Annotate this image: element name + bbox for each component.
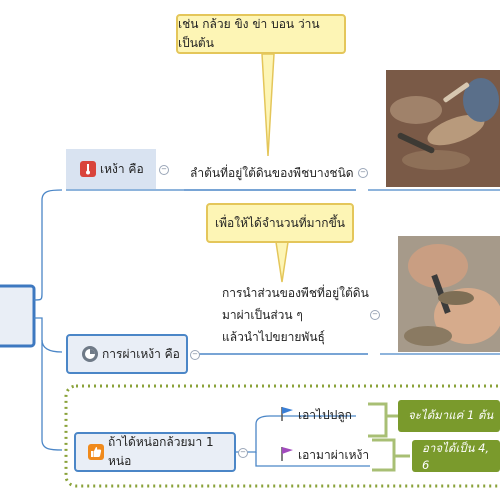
pie-chart-icon [82,346,98,362]
option-plant-label: เอาไปปลูก [298,407,352,422]
flag-purple-icon [280,446,294,465]
cutting-detail-line-1: การนำส่วนของพืชที่อยู่ใต้ดิน [222,286,369,300]
banana-collapse-toggle[interactable]: − [238,448,248,458]
trunk-line-3 [41,339,63,353]
top-callout: เช่น กล้วย ขิง ข่า บอน ว่าน เป็นต้น [176,14,346,54]
bracket-split [372,438,396,472]
result-plant-box: จะได้มาแค่ 1 ต้น [398,400,500,432]
banana-label: ถ้าได้หน่อกล้วยมา 1 หน่อ [108,435,214,468]
cutting-label: การผ่าเหง้า คือ [102,346,180,361]
definition-topic[interactable]: เหง้า คือ [66,149,156,189]
option-split-topic[interactable]: เอามาผ่าเหง้า [280,444,369,466]
definition-detail-collapse-toggle[interactable]: − [358,168,368,178]
rhizome-photo [386,70,500,187]
banana-branch-plant [236,415,356,453]
bracket-plant [368,402,388,438]
thumbs-up-icon [88,444,104,460]
definition-label: เหง้า คือ [100,161,144,176]
result-split-box: อาจได้เป็น 4, 6 [412,440,500,472]
middle-callout: เพื่อให้ได้จำนวนที่มากขึ้น [206,203,354,243]
definition-collapse-toggle[interactable]: − [159,165,169,175]
cutting-collapse-toggle[interactable]: − [190,350,200,360]
cutting-photo [398,236,500,352]
banana-topic[interactable]: ถ้าได้หน่อกล้วยมา 1 หน่อ [74,432,236,472]
definition-detail-text: ลำต้นที่อยู่ใต้ดินของพืชบางชนิด [190,166,354,180]
flag-blue-icon [280,406,294,425]
cutting-detail-text: การนำส่วนของพืชที่อยู่ใต้ดิน มาผ่าเป็นส่… [222,282,369,348]
cutting-detail-line-2: มาผ่าเป็นส่วน ๆ [222,308,303,322]
cutting-detail-collapse-toggle[interactable]: − [370,310,380,320]
option-plant-topic[interactable]: เอาไปปลูก [280,404,352,426]
cutting-topic[interactable]: การผ่าเหง้า คือ [66,334,188,374]
thermometer-icon [80,161,96,177]
banana-branch-split [255,452,370,467]
top-callout-pointer [261,53,275,157]
cutting-detail-line-3: แล้วนำไปขยายพันธุ์ [222,330,325,344]
trunk-line-2 [34,317,63,451]
trunk-line [33,189,63,301]
option-split-label: เอามาผ่าเหง้า [298,447,370,462]
middle-callout-pointer [275,241,289,283]
root-node-edge [0,284,36,348]
